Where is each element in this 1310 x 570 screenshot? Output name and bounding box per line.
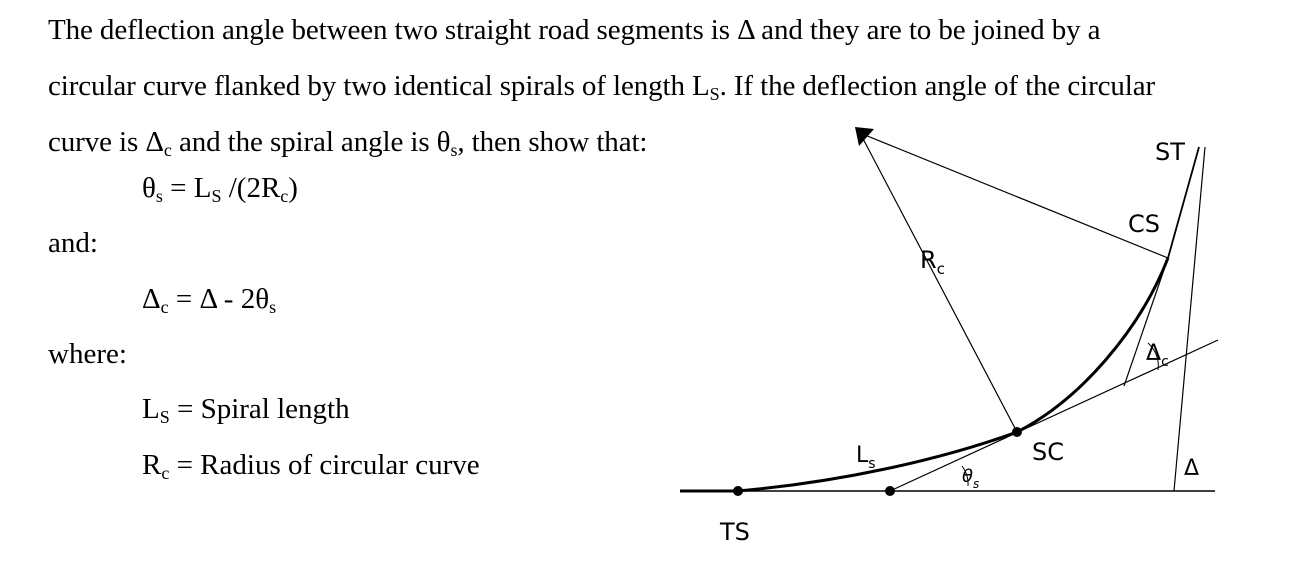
def2-text: = Radius of circular curve [169,449,480,481]
theta-subscript: s [973,477,979,491]
eq1-part-a: θ [142,172,156,204]
statement-line-3c: , then show that: [457,126,648,158]
equation-delta-c: Δc = Δ - 2θs [142,283,276,316]
eq1-sub-a: s [155,186,163,207]
problem-statement: The deflection angle between two straigh… [48,2,1263,170]
cs-label: CS [1128,210,1160,238]
where-label: where: [48,338,127,370]
theta-symbol: θ [962,466,973,487]
exit-spiral-line [1167,146,1200,259]
rc-label: Rc [920,246,945,278]
ts-label: TS [719,518,750,546]
sc-label: SC [1032,438,1064,466]
ts-point [733,486,743,496]
ls-subscript: s [868,456,875,472]
rc-symbol: R [920,246,937,274]
delta-c-symbol: Δ [1146,341,1161,366]
eq2-part-a: Δ [142,283,161,315]
statement-line-3b: and the spiral angle is θ [171,126,451,158]
def1-symbol: L [142,393,160,425]
and-label: and: [48,227,98,259]
theta-s-subscript: s [450,140,458,161]
rc-subscript: c [937,260,945,278]
statement-line-3: curve is Δc and the spiral angle is θs, … [48,114,1263,170]
eq1-sub-c: c [280,186,289,207]
eq2-sub-a: c [160,297,169,318]
delta-c-subscript: c [163,140,172,161]
def2-sub: c [161,463,170,484]
ls-label: Ls [856,443,876,472]
cs-tangent-line [1123,257,1169,387]
def1-text: = Spiral length [169,393,350,425]
st-label: ST [1155,138,1185,166]
delta-c-label: Δc [1146,341,1169,370]
theta-s-label: θs [962,466,979,491]
eq1-part-d: ) [288,172,298,204]
delta-label: Δ [1184,456,1199,481]
theta-angle-arc [961,465,969,487]
statement-line-2: circular curve flanked by two identical … [48,58,1263,114]
definition-radius: Rc = Radius of circular curve [142,449,480,482]
delta-c-angle-arc [1147,342,1159,371]
statement-line-1: The deflection angle between two straigh… [48,14,1101,46]
eq2-part-b: = Δ - 2θ [168,283,270,315]
radius-line-sc [859,132,1018,433]
ls-symbol: L [856,443,869,468]
statement-line-3a: curve is Δ [48,126,164,158]
forward-tangent-line [1173,146,1206,492]
center-marker [855,127,874,146]
tangent-intersection-point [885,486,895,496]
sc-tangent-line [889,339,1219,492]
eq1-sub-b: S [211,186,222,207]
def1-sub: S [159,407,170,428]
eq1-part-b: = L [162,172,212,204]
spiral-length-subscript: S [709,84,720,105]
eq2-sub-b: s [269,297,277,318]
spiral-circular-curve [737,257,1170,493]
radius-line-cs [859,132,1169,259]
statement-line-2-end: . If the deflection angle of the circula… [719,70,1156,102]
definition-spiral-length: LS = Spiral length [142,393,350,426]
equation-theta-s: θs = LS /(2Rc) [142,172,298,205]
delta-c-subscript: c [1161,354,1169,370]
def2-symbol: R [142,449,162,481]
statement-line-2-text: circular curve flanked by two identical … [48,70,710,102]
eq1-part-c: /(2R [221,172,281,204]
sc-point [1012,427,1022,437]
